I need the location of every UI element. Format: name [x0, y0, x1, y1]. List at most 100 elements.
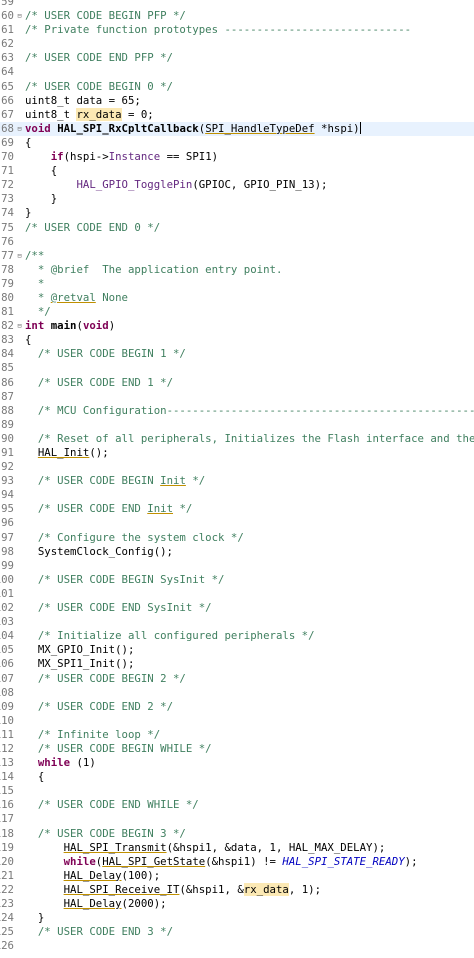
code-line[interactable]: 124 }: [0, 911, 474, 925]
fold-collapse-icon[interactable]: ⊟: [17, 322, 22, 331]
code-text[interactable]: /* USER CODE END 0 */: [25, 221, 474, 235]
code-line[interactable]: 118 /* USER CODE BEGIN 3 */: [0, 827, 474, 841]
code-text[interactable]: if(hspi->Instance == SPI1): [25, 150, 474, 164]
code-text[interactable]: HAL_Delay(100);: [25, 869, 474, 883]
code-line[interactable]: 106 MX_SPI1_Init();: [0, 657, 474, 671]
code-text[interactable]: MX_SPI1_Init();: [25, 657, 474, 671]
code-text[interactable]: {: [25, 136, 474, 150]
code-line[interactable]: 71 {: [0, 164, 474, 178]
code-text[interactable]: {: [25, 164, 474, 178]
code-text[interactable]: /* Private function prototypes ---------…: [25, 23, 474, 37]
code-text[interactable]: /* USER CODE BEGIN SysInit */: [25, 573, 474, 587]
code-text[interactable]: /* USER CODE BEGIN 1 */: [25, 347, 474, 361]
code-line[interactable]: 78 * @brief The application entry point.: [0, 263, 474, 277]
code-line[interactable]: 90 /* Reset of all peripherals, Initiali…: [0, 432, 474, 446]
code-line[interactable]: 76: [0, 235, 474, 249]
code-line[interactable]: 89: [0, 418, 474, 432]
code-line[interactable]: 94: [0, 488, 474, 502]
code-line[interactable]: 98 SystemClock_Config();: [0, 545, 474, 559]
code-line[interactable]: 122 HAL_SPI_Receive_IT(&hspi1, &rx_data,…: [0, 882, 474, 897]
code-line[interactable]: 85: [0, 361, 474, 375]
code-line[interactable]: 123 HAL_Delay(2000);: [0, 897, 474, 911]
code-line[interactable]: 81 */: [0, 305, 474, 319]
code-line[interactable]: 107 /* USER CODE BEGIN 2 */: [0, 672, 474, 686]
code-line[interactable]: 64: [0, 65, 474, 79]
code-text[interactable]: /* USER CODE BEGIN Init */: [25, 474, 474, 488]
code-line[interactable]: 111 /* Infinite loop */: [0, 728, 474, 742]
code-line[interactable]: 91 HAL_Init();: [0, 446, 474, 460]
code-line[interactable]: 62: [0, 37, 474, 51]
code-text[interactable]: * @retval None: [25, 291, 474, 305]
code-line[interactable]: 109 /* USER CODE END 2 */: [0, 700, 474, 714]
code-line[interactable]: 83{: [0, 333, 474, 347]
code-line[interactable]: 116 /* USER CODE END WHILE */: [0, 798, 474, 812]
code-text[interactable]: uint8_t rx_data = 0;: [25, 107, 474, 122]
code-text[interactable]: while(HAL_SPI_GetState(&hspi1) != HAL_SP…: [25, 855, 474, 869]
code-line[interactable]: 63/* USER CODE END PFP */: [0, 51, 474, 65]
code-line[interactable]: 105 MX_GPIO_Init();: [0, 643, 474, 657]
code-text[interactable]: /* USER CODE END PFP */: [25, 51, 474, 65]
code-line[interactable]: 115: [0, 784, 474, 798]
code-text[interactable]: while (1): [25, 756, 474, 770]
code-line[interactable]: 73 }: [0, 192, 474, 206]
fold-collapse-icon[interactable]: ⊟: [17, 124, 22, 133]
code-line[interactable]: 59: [0, 0, 474, 9]
code-line[interactable]: 72 HAL_GPIO_TogglePin(GPIOC, GPIO_PIN_13…: [0, 178, 474, 192]
code-text[interactable]: /**: [25, 249, 474, 263]
code-text[interactable]: /* MCU Configuration--------------------…: [25, 404, 474, 418]
code-line[interactable]: 80 * @retval None: [0, 291, 474, 305]
code-text[interactable]: /* Configure the system clock */: [25, 531, 474, 545]
code-line[interactable]: 65/* USER CODE BEGIN 0 */: [0, 80, 474, 94]
code-text[interactable]: /* USER CODE END Init */: [25, 502, 474, 516]
code-line[interactable]: 100 /* USER CODE BEGIN SysInit */: [0, 573, 474, 587]
code-line[interactable]: 110: [0, 714, 474, 728]
code-text[interactable]: /* USER CODE BEGIN 2 */: [25, 672, 474, 686]
code-text[interactable]: }: [25, 911, 474, 925]
code-text[interactable]: }: [25, 192, 474, 206]
code-line[interactable]: 87: [0, 390, 474, 404]
code-text[interactable]: /* USER CODE END SysInit */: [25, 601, 474, 615]
code-text[interactable]: /* USER CODE END 2 */: [25, 700, 474, 714]
code-text[interactable]: /* USER CODE BEGIN PFP */: [25, 9, 474, 23]
code-line[interactable]: 102 /* USER CODE END SysInit */: [0, 601, 474, 615]
code-text[interactable]: /* USER CODE END 1 */: [25, 376, 474, 390]
code-text[interactable]: {: [25, 770, 474, 784]
fold-collapse-icon[interactable]: ⊟: [17, 251, 22, 260]
code-line[interactable]: 125 /* USER CODE END 3 */: [0, 925, 474, 939]
code-text[interactable]: /* USER CODE END 3 */: [25, 925, 474, 939]
code-line[interactable]: 70 if(hspi->Instance == SPI1): [0, 150, 474, 164]
code-line[interactable]: 93 /* USER CODE BEGIN Init */: [0, 474, 474, 488]
code-line[interactable]: 113 while (1): [0, 756, 474, 770]
code-text[interactable]: /* Reset of all peripherals, Initializes…: [25, 432, 474, 446]
code-line[interactable]: 96: [0, 516, 474, 530]
code-text[interactable]: /* USER CODE END WHILE */: [25, 798, 474, 812]
code-line[interactable]: 117: [0, 812, 474, 826]
code-text[interactable]: /* USER CODE BEGIN WHILE */: [25, 742, 474, 756]
code-text[interactable]: MX_GPIO_Init();: [25, 643, 474, 657]
code-line[interactable]: 75/* USER CODE END 0 */: [0, 221, 474, 235]
code-text[interactable]: /* Infinite loop */: [25, 728, 474, 742]
code-line[interactable]: 74}: [0, 206, 474, 220]
code-line[interactable]: 68⊟void HAL_SPI_RxCpltCallback(SPI_Handl…: [0, 121, 474, 136]
code-text[interactable]: * @brief The application entry point.: [25, 263, 474, 277]
code-line[interactable]: 77⊟/**: [0, 249, 474, 263]
code-line[interactable]: 103: [0, 615, 474, 629]
code-line[interactable]: 126: [0, 939, 474, 953]
code-line[interactable]: 82⊟int main(void): [0, 319, 474, 333]
code-text[interactable]: */: [25, 305, 474, 319]
code-text[interactable]: {: [25, 333, 474, 347]
code-line[interactable]: 101: [0, 587, 474, 601]
code-line[interactable]: 108: [0, 686, 474, 700]
code-text[interactable]: int main(void): [25, 319, 474, 333]
code-line[interactable]: 84 /* USER CODE BEGIN 1 */: [0, 347, 474, 361]
code-line[interactable]: 69{: [0, 136, 474, 150]
code-line[interactable]: 97 /* Configure the system clock */: [0, 531, 474, 545]
fold-collapse-icon[interactable]: ⊟: [17, 12, 22, 21]
code-line[interactable]: 61/* Private function prototypes -------…: [0, 23, 474, 37]
code-line[interactable]: 99: [0, 559, 474, 573]
code-line[interactable]: 92: [0, 460, 474, 474]
code-text[interactable]: *: [25, 277, 474, 291]
code-line[interactable]: 121 HAL_Delay(100);: [0, 869, 474, 883]
